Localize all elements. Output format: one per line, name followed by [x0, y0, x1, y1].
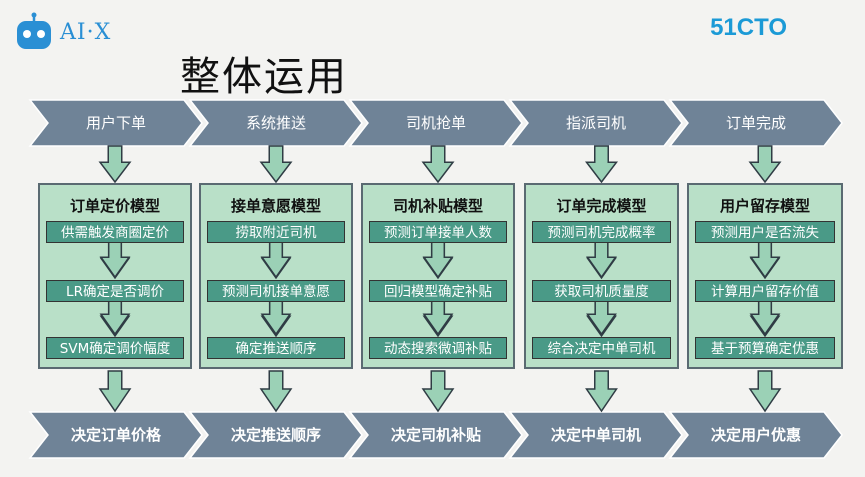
bottom-result-chevron — [348, 411, 523, 459]
brand-logo: 51CTO — [710, 14, 787, 41]
model-step: LR确定是否调价 — [46, 280, 184, 302]
model-step: 动态搜索微调补贴 — [369, 337, 507, 359]
down-arrow-icon — [421, 145, 455, 184]
top-stage-chevron — [508, 99, 683, 147]
model-step: 预测司机完成概率 — [532, 221, 671, 243]
bottom-result-chevron — [188, 411, 363, 459]
model-title: 用户留存模型 — [719, 197, 810, 215]
model-step: 计算用户留存价值 — [695, 280, 835, 302]
down-arrow-icon — [259, 370, 293, 413]
bottom-result-chevron — [668, 411, 843, 459]
model-panel-completion: 订单完成模型 预测司机完成概率 获取司机质量度 综合决定中单司机 — [524, 183, 679, 369]
down-arrow-icon — [421, 370, 455, 413]
top-stage-chevron — [668, 99, 843, 147]
result-label-driver: 决定中单司机 — [550, 426, 641, 444]
model-step: 捞取附近司机 — [207, 221, 345, 243]
logo: AI·X — [14, 10, 111, 54]
result-label-subsidy: 决定司机补贴 — [390, 426, 481, 444]
model-panel-willingness: 接单意愿模型 捞取附近司机 预测司机接单意愿 确定推送顺序 — [199, 183, 353, 369]
stage-label-grab: 司机抢单 — [405, 114, 466, 132]
model-step: 获取司机质量度 — [532, 280, 671, 302]
stage-label-complete: 订单完成 — [725, 114, 786, 132]
model-step: 基于预算确定优惠 — [695, 337, 835, 359]
bottom-result-chevron — [28, 411, 203, 459]
model-step: SVM确定调价幅度 — [46, 337, 184, 359]
model-step: 回归模型确定补贴 — [369, 280, 507, 302]
model-panel-pricing: 订单定价模型 供需触发商圈定价 LR确定是否调价 SVM确定调价幅度 — [38, 183, 192, 369]
down-arrow-icon — [98, 370, 132, 413]
top-stage-chevron — [348, 99, 523, 147]
robot-logo-icon — [14, 12, 54, 52]
bottom-result-chevron — [508, 411, 683, 459]
down-arrow-icon — [748, 370, 782, 413]
result-label-push-order: 决定推送顺序 — [230, 426, 321, 444]
down-arrow-icon — [98, 145, 132, 184]
model-title: 司机补贴模型 — [392, 197, 483, 215]
result-label-discount: 决定用户优惠 — [710, 426, 801, 444]
model-panel-retention: 用户留存模型 预测用户是否流失 计算用户留存价值 基于预算确定优惠 — [687, 183, 843, 369]
page-title: 整体运用 — [180, 54, 348, 100]
result-label-price: 决定订单价格 — [70, 426, 161, 444]
down-arrow-icon — [584, 145, 619, 184]
model-title: 接单意愿模型 — [230, 197, 321, 215]
top-stage-chevron — [28, 99, 203, 147]
down-arrow-icon — [748, 145, 782, 184]
model-step: 预测订单接单人数 — [369, 221, 507, 243]
down-arrow-icon — [585, 370, 618, 413]
model-step: 确定推送顺序 — [207, 337, 345, 359]
model-panel-subsidy: 司机补贴模型 预测订单接单人数 回归模型确定补贴 动态搜索微调补贴 — [361, 183, 515, 369]
down-arrow-icon — [259, 145, 293, 184]
stage-label-push: 系统推送 — [245, 114, 306, 132]
model-title: 订单完成模型 — [556, 197, 647, 215]
top-stage-chevron — [188, 99, 363, 147]
stage-label-assign: 指派司机 — [565, 114, 626, 132]
model-step: 综合决定中单司机 — [532, 337, 671, 359]
stage-label-order: 用户下单 — [85, 114, 146, 132]
model-step: 预测用户是否流失 — [695, 221, 835, 243]
model-step: 供需触发商圈定价 — [46, 221, 184, 243]
logo-text: AI·X — [60, 19, 112, 45]
model-step: 预测司机接单意愿 — [207, 280, 345, 302]
model-title: 订单定价模型 — [69, 197, 160, 215]
